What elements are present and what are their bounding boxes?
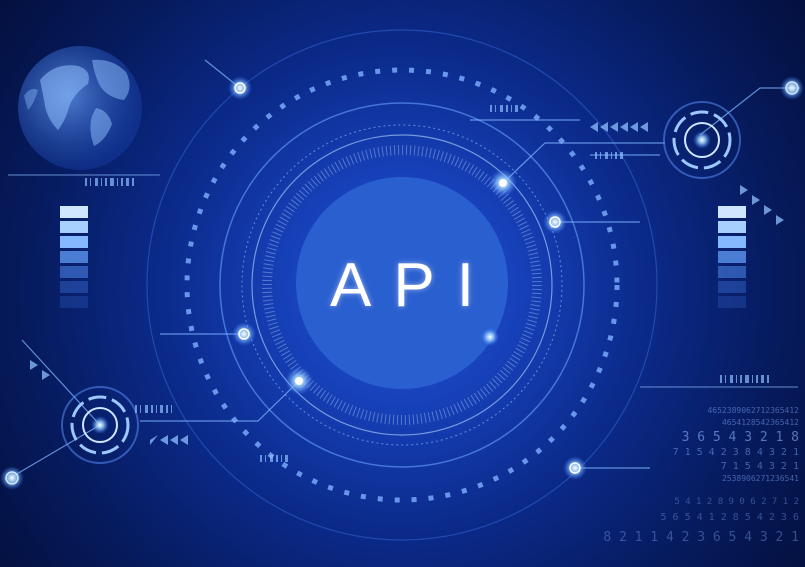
api-label: API bbox=[330, 250, 496, 320]
guide-lines bbox=[8, 174, 798, 388]
barcode-strips bbox=[85, 105, 769, 462]
glow-nodes bbox=[0, 76, 804, 490]
digit-row: 2538906271236541 bbox=[721, 474, 799, 483]
digit-row: 5 6 5 4 1 2 8 5 4 2 3 6 bbox=[660, 512, 799, 523]
arrow-chevrons bbox=[30, 122, 784, 445]
digit-row: 3 6 5 4 3 2 1 8 bbox=[681, 430, 799, 445]
digit-row: 4652389062712365412 bbox=[707, 406, 799, 415]
digit-row: 8 2 1 1 4 2 3 6 5 4 3 2 1 bbox=[603, 530, 799, 545]
outer-rings bbox=[146, 29, 658, 541]
globe-icon bbox=[18, 46, 142, 170]
level-bars-right bbox=[718, 206, 746, 308]
level-bars-left bbox=[60, 206, 88, 308]
core-disc bbox=[296, 177, 508, 389]
digit-row: 7 1 5 4 3 2 1 bbox=[720, 461, 799, 472]
digit-row: 5 4 1 2 8 9 0 6 2 7 1 2 bbox=[674, 497, 799, 507]
digit-row: 4654128542365412 bbox=[721, 418, 799, 427]
target-ring-left bbox=[61, 386, 139, 464]
digit-row: 7 1 5 4 2 3 8 4 3 2 1 bbox=[672, 447, 799, 458]
target-ring-right bbox=[663, 101, 741, 179]
